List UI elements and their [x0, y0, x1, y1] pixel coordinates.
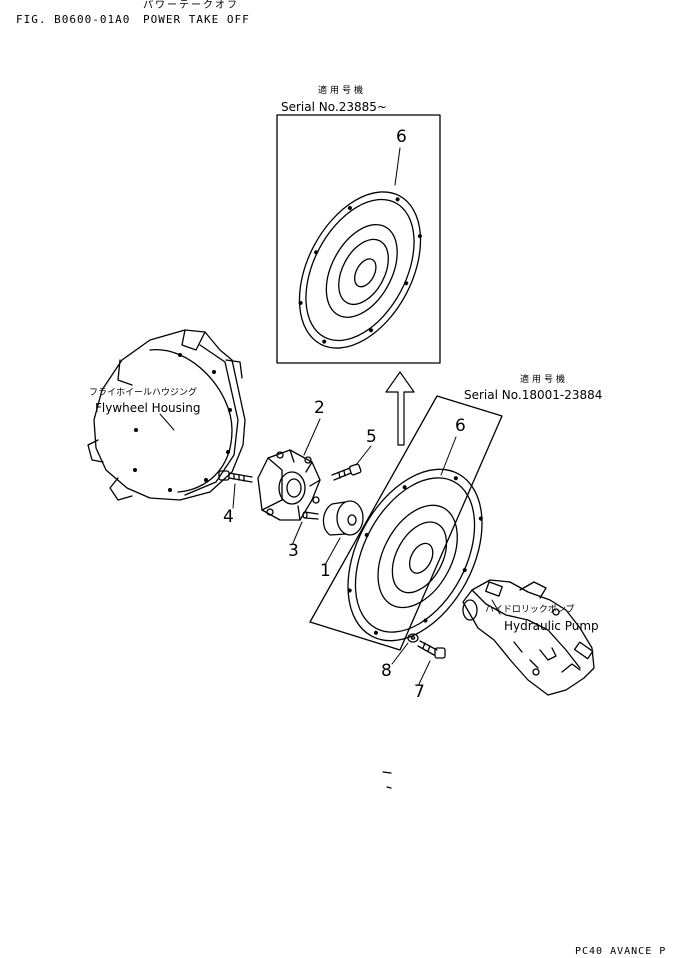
callout-8: 8 [381, 661, 392, 681]
leader-5 [355, 445, 372, 466]
flywheel-housing [87, 329, 246, 501]
leader-3 [292, 521, 303, 544]
figure-title: POWER TAKE OFF [143, 13, 250, 26]
flywheel-leader [159, 413, 175, 431]
upper-callout-6: 6 [396, 127, 407, 147]
footer-model: PC40 AVANCE P [575, 946, 667, 957]
washer-8 [407, 633, 419, 643]
flexible-coupling [257, 449, 321, 521]
title-japanese: パワーテークオフ [143, 0, 239, 11]
pump-leader [491, 599, 501, 615]
stray-mark [382, 771, 392, 774]
callout-1: 1 [320, 561, 331, 581]
up-arrow [385, 371, 415, 446]
callout-3: 3 [288, 541, 299, 561]
callout-5: 5 [366, 427, 377, 447]
figure-id: FIG. B0600-01A0 [16, 13, 131, 26]
lower-coupling-plate [347, 468, 483, 642]
upper-inset-frame [276, 114, 441, 364]
lower-leader-6 [440, 436, 457, 476]
upper-serial-range: Serial No.23885~ [281, 100, 387, 114]
leader-2 [303, 418, 321, 456]
bolt-5 [331, 463, 362, 481]
upper-serial-japanese: 適用号機 [318, 86, 367, 96]
callout-2: 2 [314, 398, 325, 418]
bolt-7 [417, 640, 446, 659]
bolt-4 [218, 470, 253, 483]
hydraulic-pump-label: Hydraulic Pump [504, 619, 599, 633]
leader-4 [232, 483, 236, 509]
leader-7 [418, 660, 431, 685]
pin-3 [302, 511, 319, 520]
upper-leader-6 [394, 147, 401, 186]
flywheel-housing-label-japanese: フライホイールハウジング [89, 388, 198, 398]
lower-serial-japanese: 適用号機 [520, 375, 569, 385]
hydraulic-pump [462, 579, 595, 696]
lower-inset-frame [309, 395, 503, 651]
lower-callout-6: 6 [455, 416, 466, 436]
flywheel-housing-label: Flywheel Housing [95, 401, 201, 415]
upper-coupling-plate [298, 191, 422, 349]
lower-serial-range: Serial No.18001-23884 [464, 388, 603, 402]
stray-mark [386, 786, 392, 789]
callout-4: 4 [223, 507, 234, 527]
leader-1 [324, 537, 341, 566]
spacer-1 [322, 500, 364, 536]
callout-7: 7 [414, 682, 425, 702]
leader-8 [391, 642, 409, 665]
hydraulic-pump-label-japanese: ハイドロリックポンプ [485, 605, 575, 615]
